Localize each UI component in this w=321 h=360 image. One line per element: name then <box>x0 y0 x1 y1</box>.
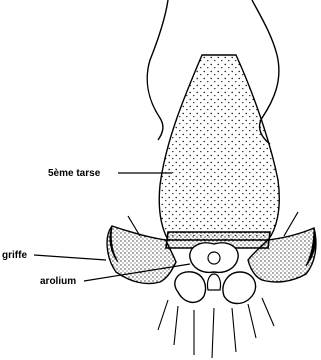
label-griffe: griffe <box>2 250 27 261</box>
arolium-stem <box>207 274 220 290</box>
right-spine <box>284 212 298 236</box>
leader-griffe <box>34 255 106 260</box>
label-tarse: 5ème tarse <box>48 168 101 179</box>
arolium-lower-right <box>223 272 256 304</box>
setae <box>158 298 274 358</box>
fifth-tarsus <box>159 55 279 240</box>
arolium-lower-left <box>175 272 206 303</box>
arolium-center <box>208 252 220 264</box>
label-arolium: arolium <box>40 276 76 287</box>
upper-segment-left-outline <box>147 0 168 140</box>
